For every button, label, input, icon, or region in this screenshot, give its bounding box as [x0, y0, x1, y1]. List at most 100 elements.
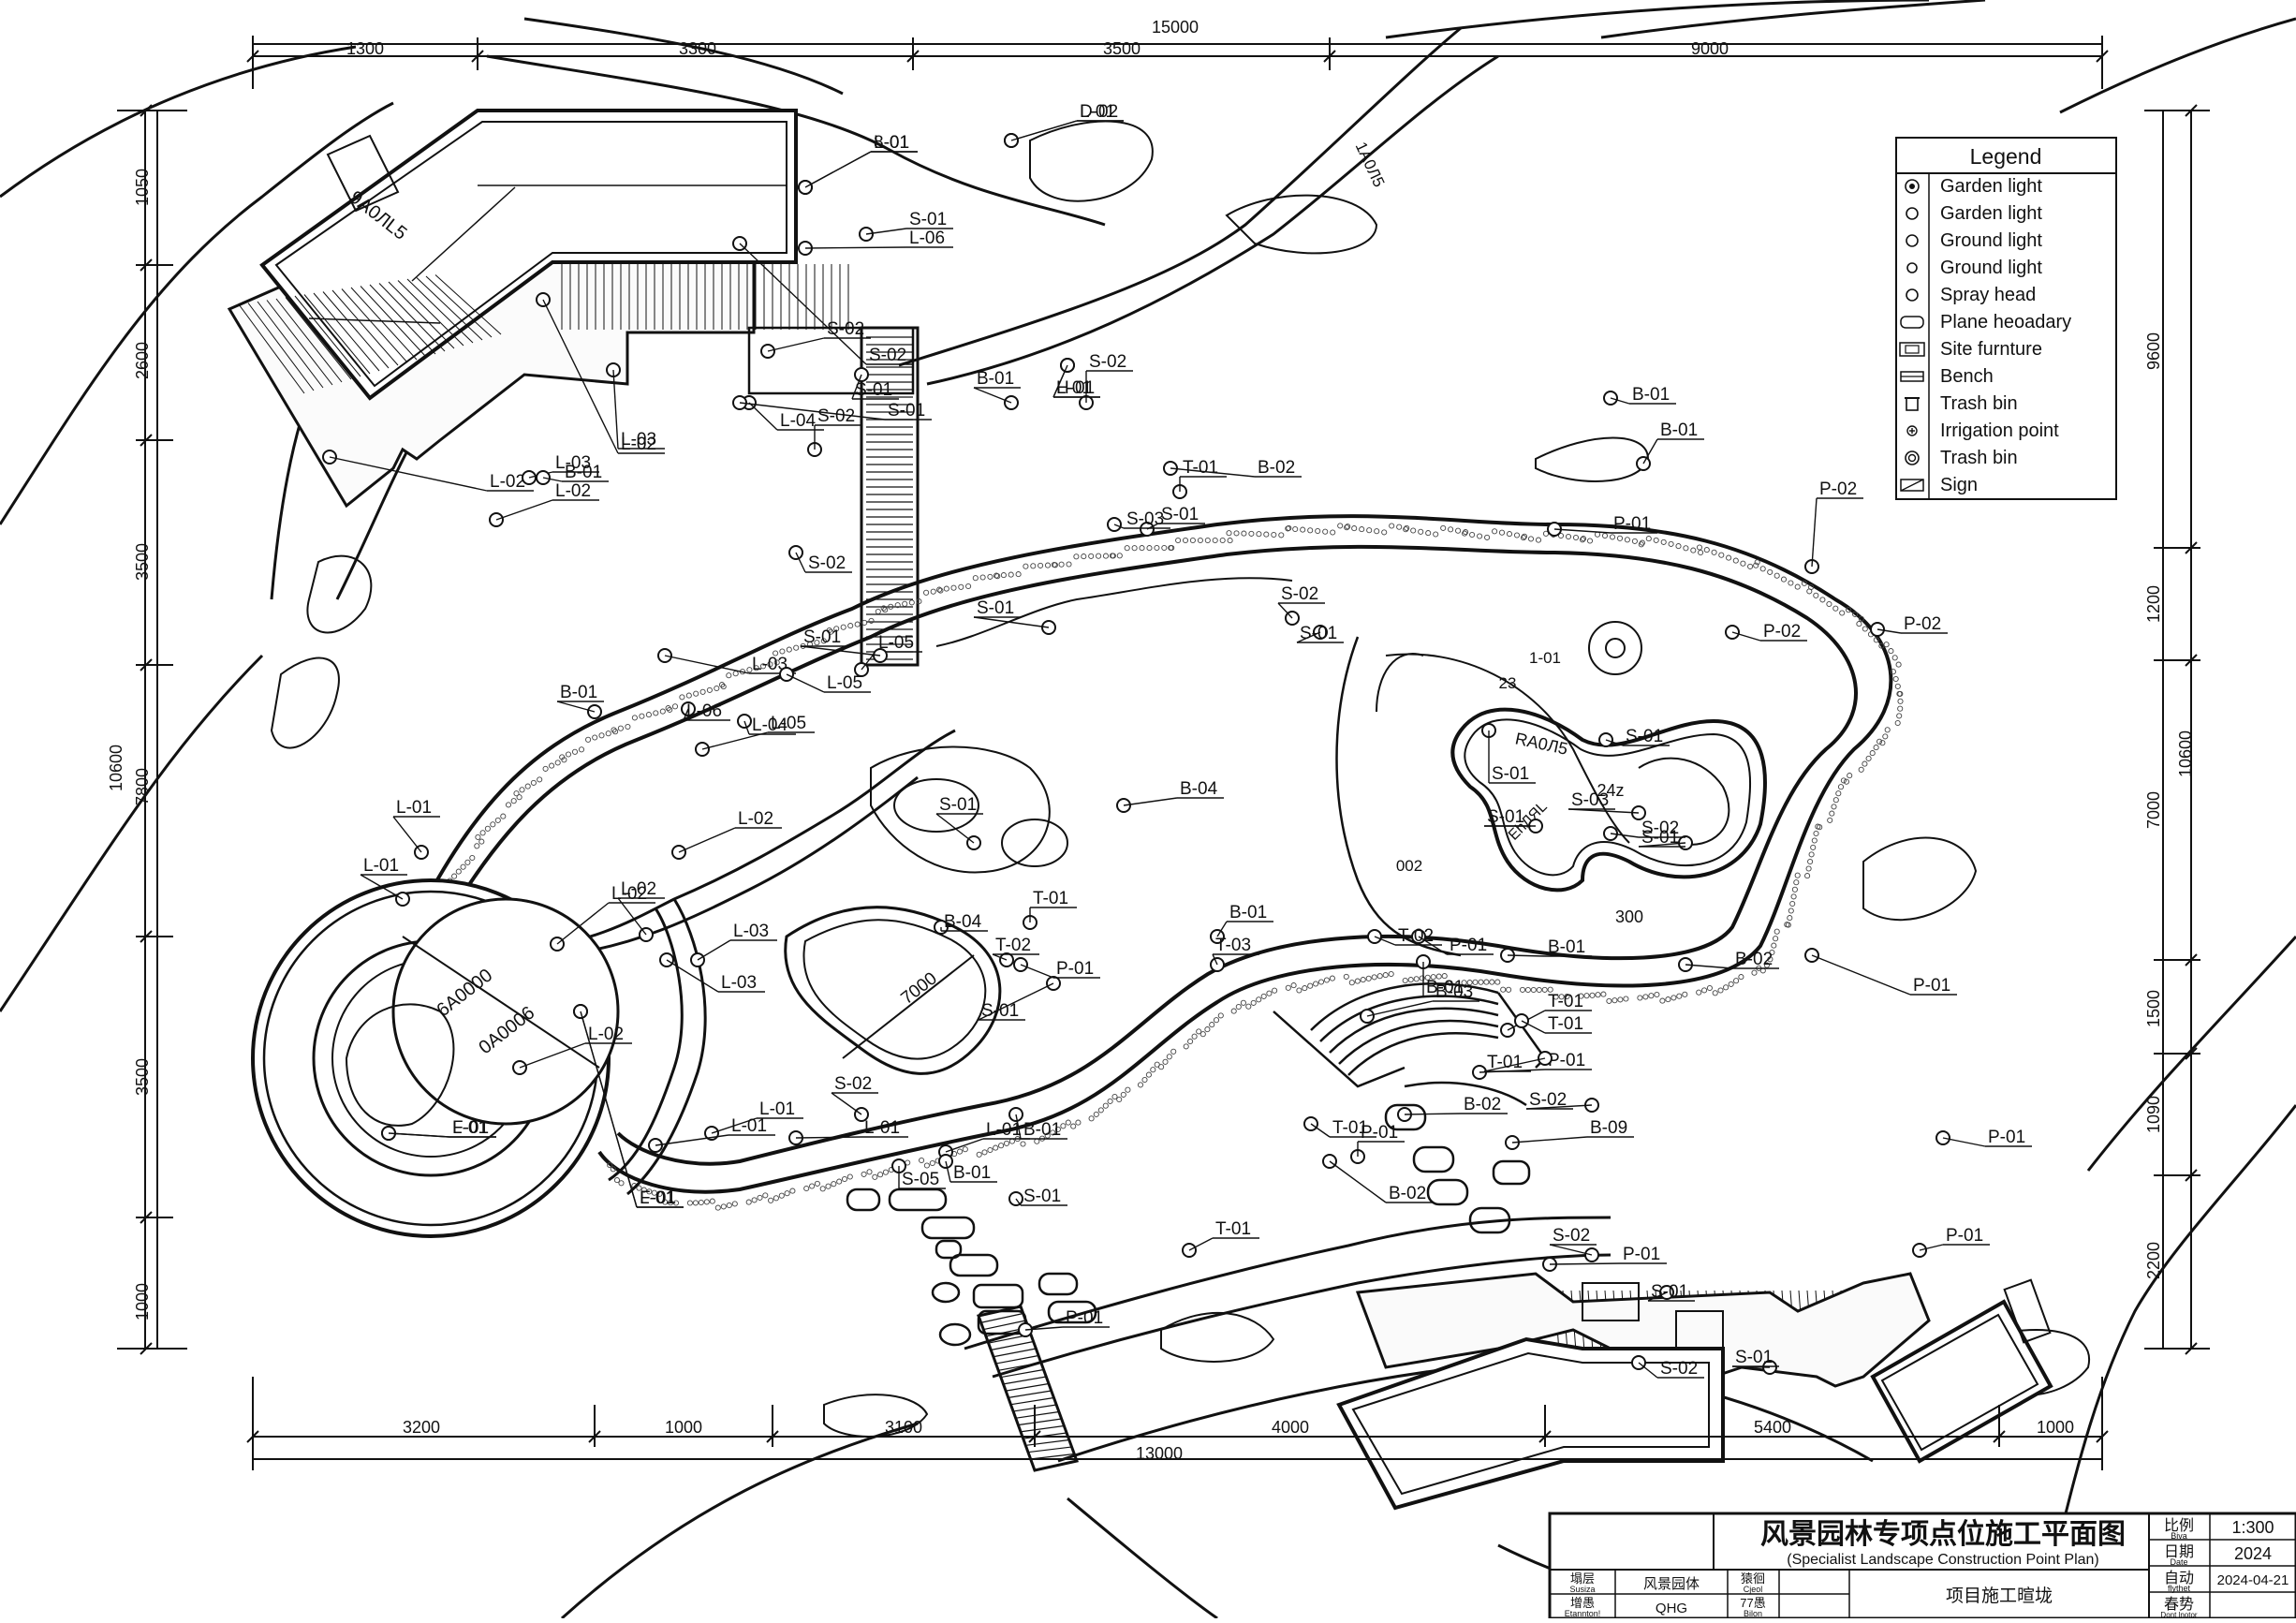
- stair-tread: [998, 1362, 1041, 1371]
- pebble: [1413, 976, 1420, 982]
- pebble: [1093, 1111, 1099, 1117]
- pebble: [757, 1194, 763, 1201]
- callout-label: L-02: [611, 884, 647, 904]
- pebble: [1877, 738, 1883, 745]
- note-pool-7: 23: [1499, 674, 1517, 692]
- legend-row: Garden light: [1906, 203, 2042, 224]
- pebble: [1226, 530, 1232, 537]
- pebble: [513, 790, 520, 797]
- pebble: [1498, 529, 1506, 536]
- pebble: [919, 1157, 925, 1164]
- callout-label: P-01: [1623, 1245, 1660, 1264]
- stepping-stones: [846, 1103, 1531, 1347]
- callout-label: L-01: [1056, 378, 1092, 398]
- pebble: [1382, 972, 1389, 979]
- callout-s-03: S-03: [1107, 509, 1170, 532]
- pebble: [958, 583, 964, 590]
- callout-leader: [1020, 964, 1054, 979]
- pebble: [950, 584, 957, 591]
- callout-label: B-04: [1180, 779, 1218, 799]
- callout-s-02: S-02: [1603, 819, 1685, 841]
- pebble: [759, 663, 767, 670]
- pebble: [1513, 532, 1521, 539]
- pebble: [1141, 1076, 1148, 1084]
- stair-tread: [1011, 1396, 1054, 1406]
- pebble: [965, 583, 972, 590]
- pebble: [636, 1185, 642, 1191]
- pebble: [559, 754, 566, 760]
- stair-tread: [1006, 1382, 1050, 1392]
- pebble: [773, 1195, 779, 1202]
- callout-leader: [1329, 1160, 1387, 1203]
- pebble: [1066, 561, 1072, 568]
- pebble: [585, 736, 592, 743]
- drawing-title-cn: 风景园林专项点位施工平面图: [1760, 1518, 2126, 1550]
- pebble: [1102, 1102, 1109, 1109]
- callout-p-02: P-02: [1804, 480, 1863, 574]
- callout-b-01: B-01: [1500, 937, 1592, 963]
- callout-s-02: S-02: [1277, 584, 1325, 626]
- pebble: [1873, 637, 1879, 643]
- pebble: [1726, 554, 1732, 561]
- callout-leader: [1638, 1362, 1658, 1379]
- callout-leader: [1310, 1123, 1331, 1138]
- callout-p-01: P-01: [1547, 514, 1657, 537]
- callout-h-01: H-01: [1052, 358, 1100, 398]
- pebble: [537, 776, 543, 783]
- callout-label: T-02: [995, 936, 1031, 955]
- callout-l-01: L-01: [392, 798, 440, 860]
- pebble: [646, 1188, 653, 1195]
- pebble: [1769, 949, 1775, 956]
- deck-plank: [275, 298, 343, 383]
- pebble: [625, 723, 631, 730]
- pebble: [1365, 975, 1372, 981]
- legend-row: Spray head: [1906, 285, 2036, 305]
- pebble: [1728, 981, 1734, 987]
- callout-leader: [973, 616, 1050, 628]
- pebble: [1733, 978, 1740, 984]
- callout-s-01: S-01: [851, 367, 899, 400]
- pebble: [1638, 541, 1644, 548]
- callout-s-02: S-02: [760, 319, 871, 359]
- pebble: [1639, 539, 1645, 546]
- pebble: [929, 1159, 935, 1167]
- pebble: [1793, 879, 1800, 886]
- callout-label: S-01: [1651, 1282, 1688, 1302]
- callout-label: L-01: [1080, 102, 1115, 122]
- callout-d-02: D-02: [1004, 102, 1124, 148]
- pebble: [789, 1188, 796, 1194]
- callout-label: T-01: [1487, 1053, 1523, 1072]
- pebble: [1506, 986, 1512, 993]
- pebble: [1102, 553, 1110, 559]
- pebble: [464, 859, 471, 865]
- pebble: [1463, 529, 1469, 536]
- callout-l-03: L-03: [659, 952, 765, 993]
- pebble: [549, 762, 555, 769]
- pebble: [455, 868, 462, 875]
- pebble: [1888, 648, 1894, 655]
- pebble: [1330, 529, 1336, 536]
- deck-plank: [247, 302, 315, 391]
- pebble: [1250, 999, 1257, 1006]
- callout-label: L-05: [827, 673, 862, 693]
- pebble: [1272, 987, 1278, 994]
- pebble: [1494, 979, 1501, 985]
- legend-label: Bench: [1940, 366, 1994, 387]
- row2-sub2: Bilon: [1744, 1609, 1762, 1618]
- callout-label: L-01: [363, 856, 399, 876]
- callout-leader: [1877, 628, 1902, 634]
- callout-leader: [804, 246, 907, 249]
- callout-label: L-03: [733, 922, 769, 941]
- callout-t-01: T-01: [1483, 1051, 1553, 1072]
- pebble: [819, 1186, 826, 1192]
- pebble: [872, 1173, 878, 1180]
- pebble: [1530, 986, 1537, 994]
- pebble: [1191, 1033, 1198, 1040]
- pebble: [714, 1204, 721, 1211]
- pebble: [1150, 1067, 1156, 1073]
- callout-leader: [800, 645, 881, 657]
- pebble: [1374, 528, 1380, 535]
- callout-leader: [1170, 467, 1256, 478]
- pebble: [726, 672, 732, 679]
- callout-l-02: L-02: [489, 481, 599, 527]
